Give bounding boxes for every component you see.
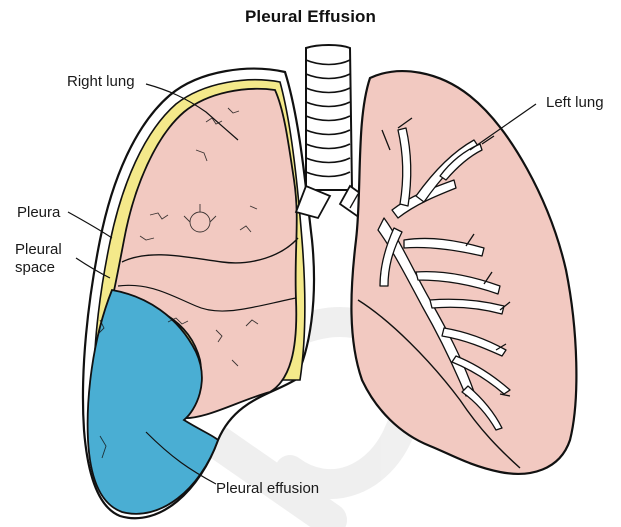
label-right-lung: Right lung [67, 73, 135, 91]
label-left-lung: Left lung [546, 94, 604, 112]
label-pleural-space: Pleural space [15, 241, 62, 277]
label-pleural-effusion: Pleural effusion [216, 480, 319, 498]
label-pleura: Pleura [17, 204, 60, 222]
